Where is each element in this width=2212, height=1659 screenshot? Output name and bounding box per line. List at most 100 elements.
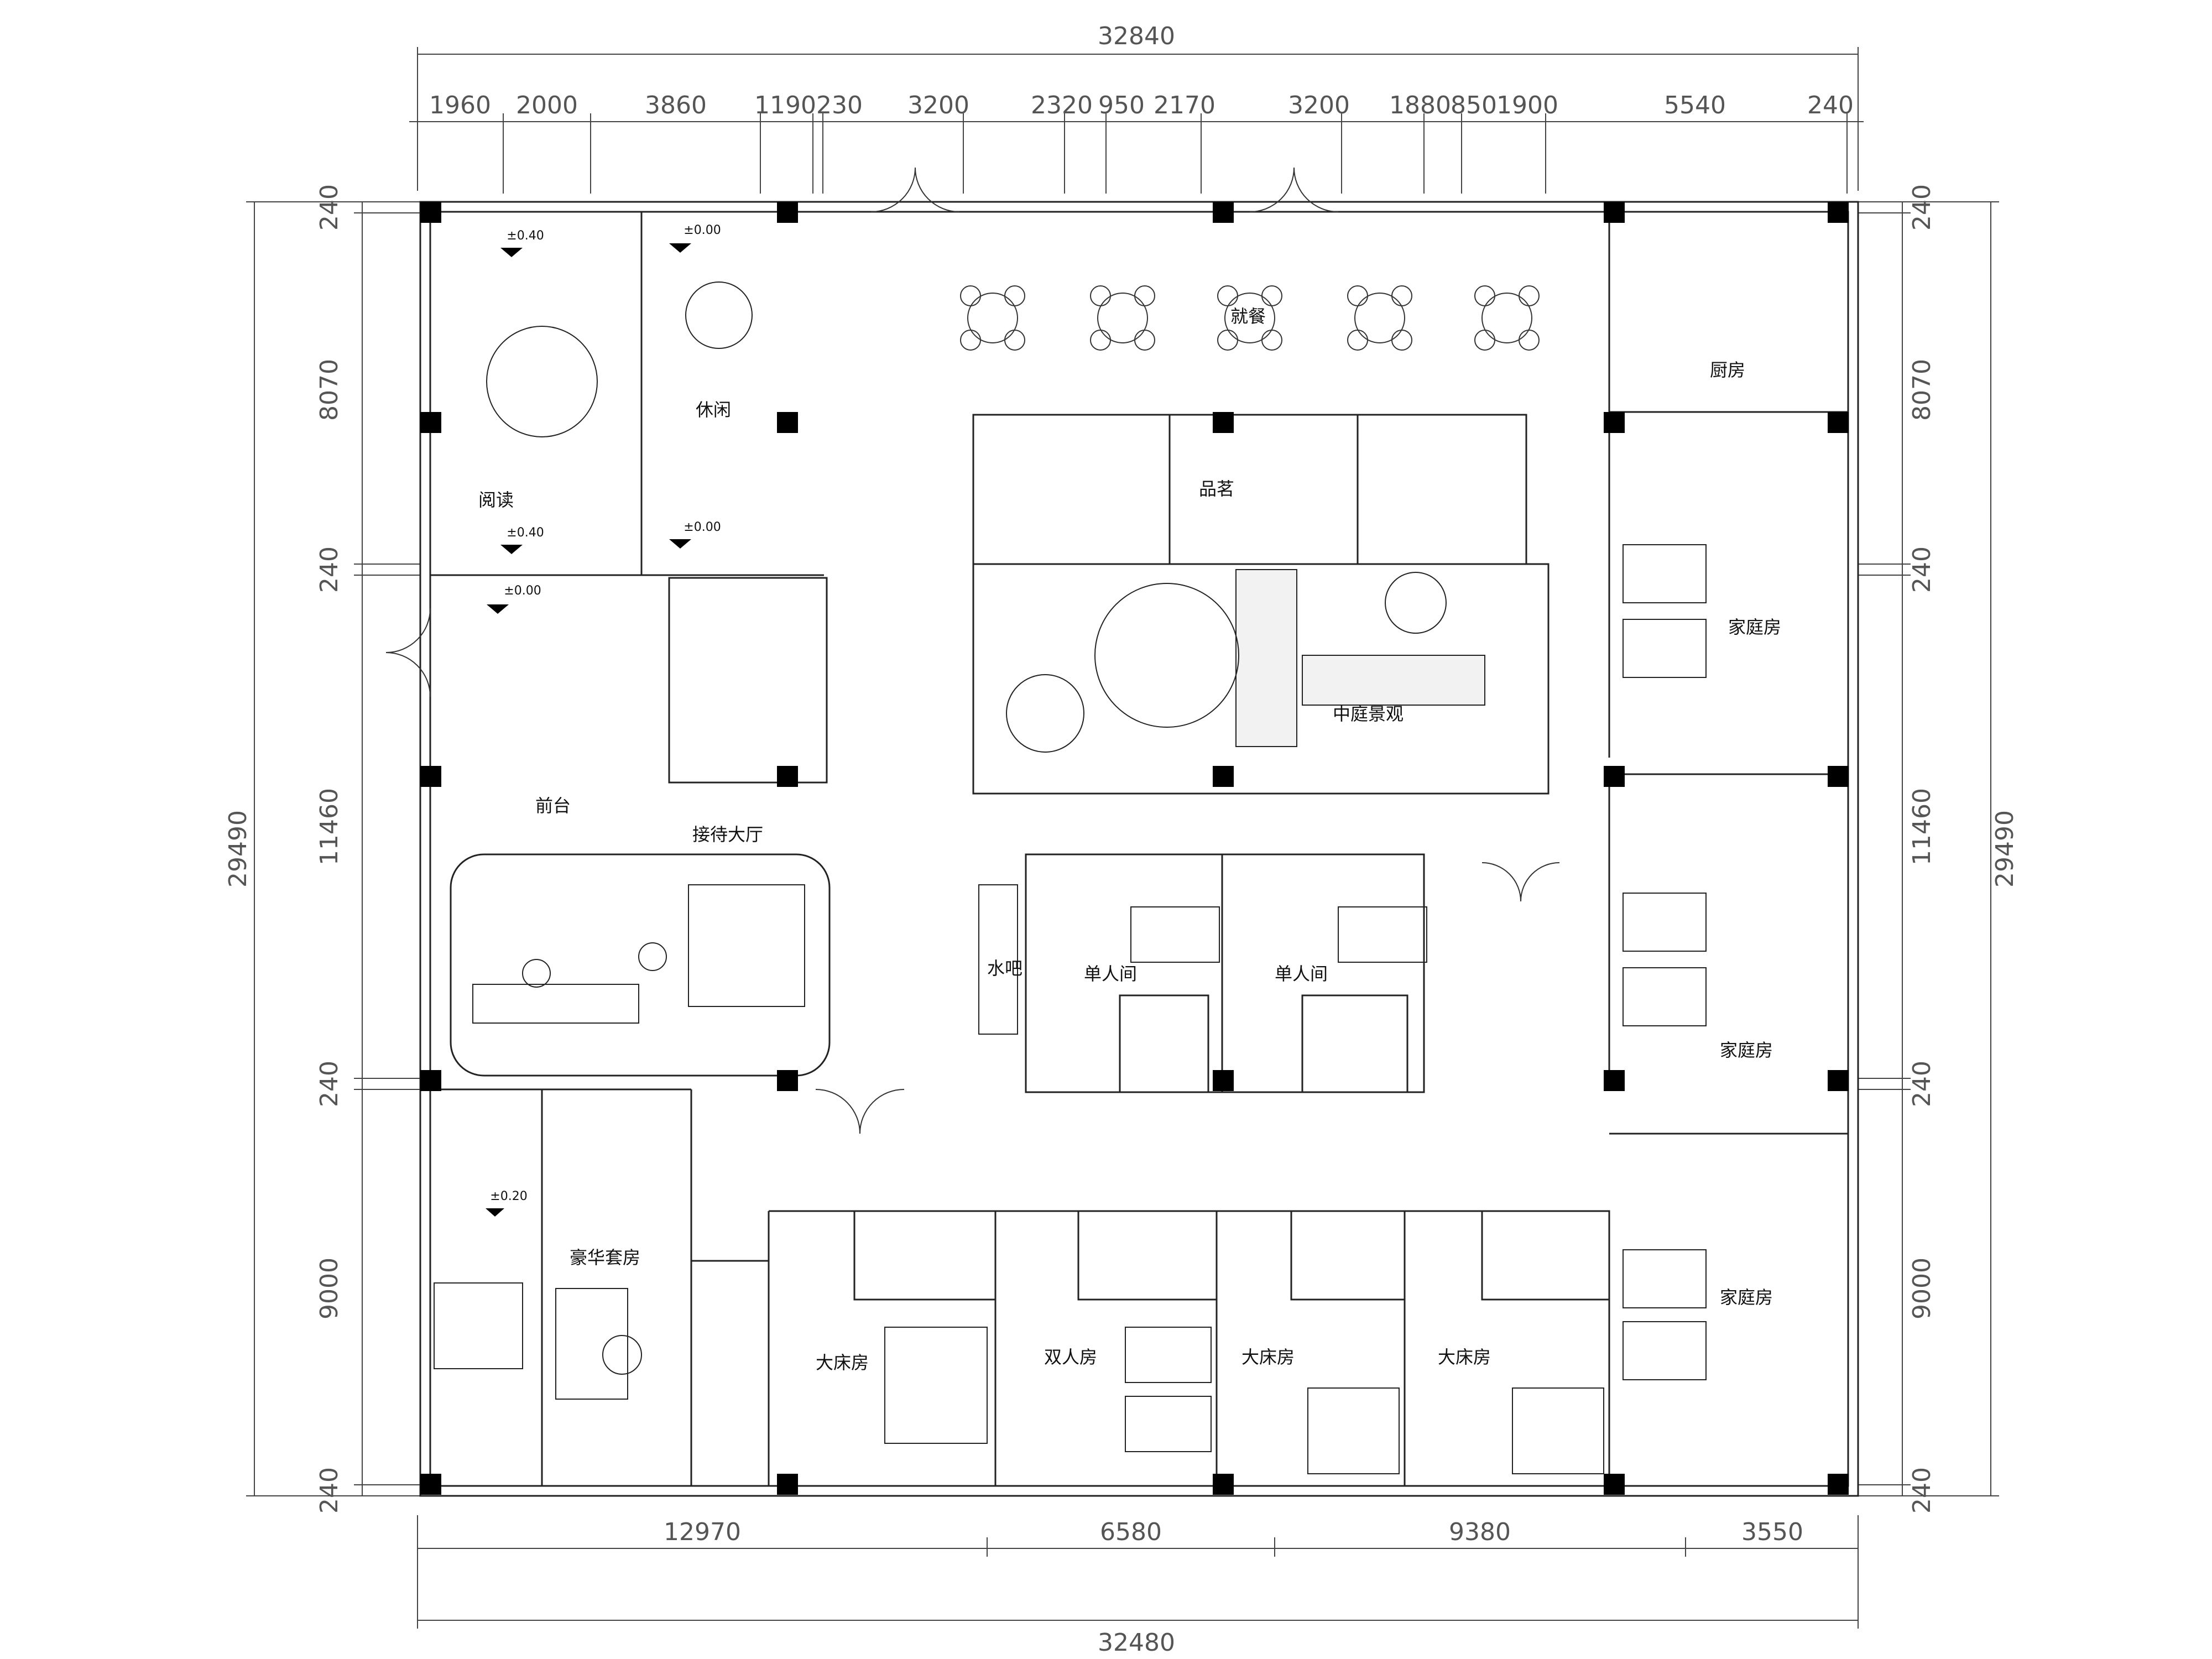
column <box>1213 1474 1234 1495</box>
column <box>1604 412 1625 433</box>
bed <box>884 1327 988 1444</box>
walls <box>419 201 1859 1497</box>
dimension-lines <box>246 47 1999 1629</box>
elevation-label: ±0.40 <box>507 229 544 243</box>
tree <box>1006 674 1084 753</box>
dining-table <box>1090 285 1155 351</box>
dim-top-seg: 240 <box>1807 91 1854 119</box>
bed <box>1623 619 1707 678</box>
dim-top-seg: 1190 <box>754 91 816 119</box>
room-label-single: 单人间 <box>1275 963 1328 984</box>
column <box>777 1070 798 1091</box>
elevation-marker-icon <box>500 545 523 554</box>
stair <box>1235 569 1297 747</box>
elevation-label: ±0.00 <box>684 223 721 237</box>
column <box>420 1070 441 1091</box>
column <box>1604 1474 1625 1495</box>
bed <box>1130 906 1220 963</box>
room-label-single: 单人间 <box>1084 963 1137 984</box>
dim-right-seg: 240 <box>1908 184 1936 231</box>
column <box>1213 1070 1234 1091</box>
dim-right-seg: 240 <box>1908 546 1936 593</box>
dim-top-total: 32840 <box>1098 22 1175 50</box>
tree <box>1385 572 1447 634</box>
dim-left-seg: 240 <box>315 1061 343 1107</box>
dim-left-seg: 240 <box>315 1467 343 1514</box>
elevation-marker-icon <box>487 604 509 614</box>
room-labels: 阅读 休闲 就餐 厨房 品茗 中庭景观 家庭房 家庭房 家庭房 前台 接待大厅 … <box>478 306 1781 1373</box>
bed <box>1125 1327 1212 1383</box>
dim-top-seg: 2320 <box>1031 91 1093 119</box>
column <box>1828 202 1849 223</box>
tree <box>685 281 753 349</box>
side-table <box>638 942 667 971</box>
bed <box>1125 1396 1212 1452</box>
room-label-luxury-suite: 豪华套房 <box>570 1247 640 1268</box>
elevation-label: ±0.20 <box>490 1190 527 1203</box>
column <box>420 1474 441 1495</box>
dining-table <box>960 285 1025 351</box>
tree <box>486 326 598 437</box>
column <box>1828 412 1849 433</box>
dim-top-seg: 850 <box>1451 91 1497 119</box>
dining-table <box>1474 285 1540 351</box>
elevation-markers: ±0.40 ±0.40 ±0.00 ±0.00 ±0.00 ±0.20 <box>486 223 721 1217</box>
elevation-marker-icon <box>500 248 523 257</box>
elevation-marker-icon <box>486 1208 504 1217</box>
dining-tables <box>960 285 1540 351</box>
dim-bottom-seg: 3550 <box>1741 1518 1803 1546</box>
dim-right-seg: 240 <box>1908 1467 1936 1514</box>
column <box>1828 766 1849 787</box>
room-label-kitchen: 厨房 <box>1710 359 1745 380</box>
room-label-leisure: 休闲 <box>696 399 731 420</box>
suite-sofa <box>555 1288 628 1400</box>
bed <box>434 1282 523 1369</box>
dim-right-total: 29490 <box>1991 810 2019 888</box>
dim-top-seg: 1960 <box>429 91 491 119</box>
lobby-door <box>815 1089 905 1134</box>
dim-right-seg: 9000 <box>1908 1258 1936 1319</box>
bed <box>1623 967 1707 1026</box>
elevation-marker-icon <box>669 539 691 549</box>
bed <box>1623 544 1707 603</box>
dim-top-seg: 3860 <box>645 91 707 119</box>
room-label-king: 大床房 <box>1438 1347 1491 1368</box>
room-label-water-bar: 水吧 <box>987 958 1022 979</box>
room-label-family: 家庭房 <box>1720 1287 1773 1308</box>
dining-table <box>1347 285 1412 351</box>
dim-top-seg: 5540 <box>1664 91 1726 119</box>
column <box>420 202 441 223</box>
column <box>1213 202 1234 223</box>
doors <box>385 167 1560 1134</box>
lobby-furniture <box>472 884 1018 1400</box>
column <box>420 766 441 787</box>
bed <box>1623 1249 1707 1308</box>
room-label-twin: 双人房 <box>1044 1347 1097 1368</box>
column <box>420 412 441 433</box>
room-label-front-desk: 前台 <box>535 795 571 816</box>
dining-table <box>1217 285 1282 351</box>
bed <box>1512 1387 1604 1474</box>
corridor-door <box>1481 862 1560 902</box>
entrance-door <box>870 167 960 212</box>
room-label-tea: 品茗 <box>1199 478 1234 499</box>
dim-bottom-seg: 9380 <box>1449 1518 1511 1546</box>
dim-right-seg: 11460 <box>1908 788 1936 865</box>
dim-top-seg: 2000 <box>516 91 578 119</box>
bed <box>1623 893 1707 952</box>
coffee-table <box>602 1335 642 1375</box>
dim-right-seg: 240 <box>1908 1061 1936 1107</box>
dim-left-seg: 8070 <box>315 359 343 421</box>
beds <box>434 544 1707 1474</box>
column <box>1604 766 1625 787</box>
elevation-label: ±0.40 <box>507 526 544 540</box>
sofa <box>688 884 805 1007</box>
chaise-lounge <box>472 984 639 1024</box>
dim-left-seg: 9000 <box>315 1258 343 1319</box>
elevation-label: ±0.00 <box>684 520 721 534</box>
dim-top-seg: 2170 <box>1154 91 1215 119</box>
column <box>1604 1070 1625 1091</box>
column <box>777 1474 798 1495</box>
tree <box>1094 583 1239 728</box>
